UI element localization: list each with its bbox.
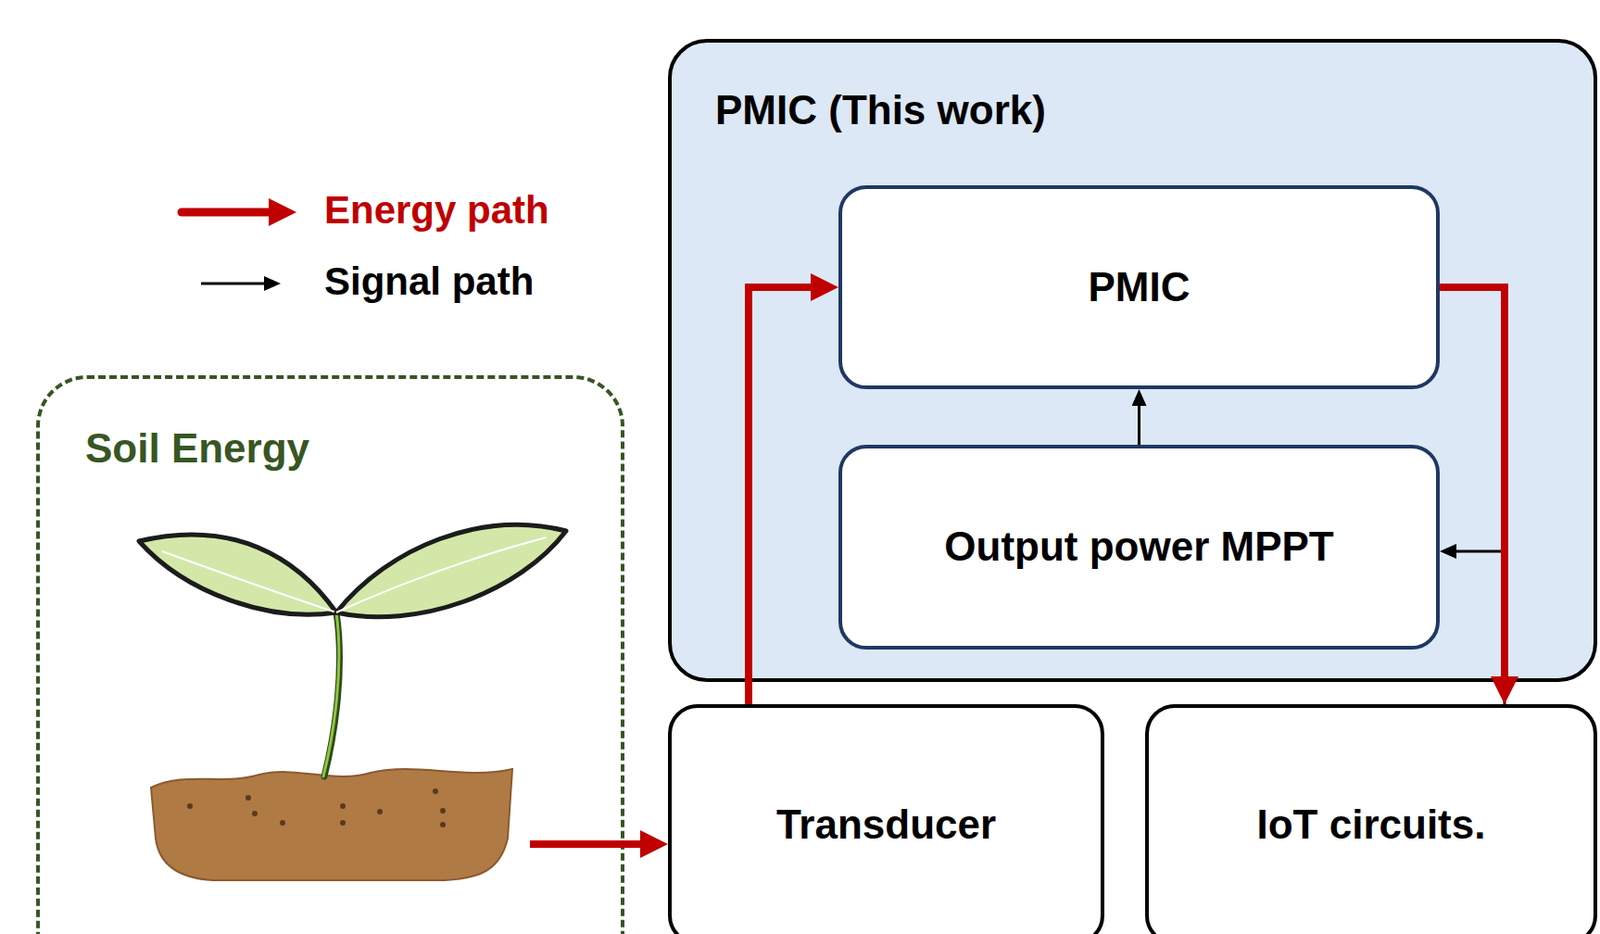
node-label: Soil Energy — [85, 425, 310, 473]
soil-energy-region: Soil Energy — [36, 375, 625, 934]
legend-signal-text: Signal path — [324, 259, 534, 304]
legend-signal-line — [201, 282, 265, 286]
node-label: PMIC (This work) — [715, 87, 1046, 135]
legend-energy-line — [181, 208, 269, 217]
node-label: Transducer — [776, 801, 996, 849]
pmic-block: PMIC — [838, 185, 1440, 390]
plant-stem — [324, 612, 340, 777]
soil-bowl — [151, 768, 513, 881]
signal-path-arrow — [1137, 405, 1141, 445]
iot-block: IoT circuits. — [1145, 704, 1598, 934]
signal-path-arrow — [1456, 551, 1505, 705]
node-label: PMIC — [1088, 264, 1191, 312]
energy-path-arrow — [529, 840, 641, 848]
left-leaf — [138, 534, 337, 615]
legend-energy-text: Energy path — [324, 188, 550, 233]
outer-pmic-panel: PMIC (This work) PMIC Output power MPPT — [667, 38, 1598, 682]
right-leaf — [336, 524, 567, 617]
leaf-vein — [336, 537, 547, 613]
soil-dots — [187, 788, 446, 828]
mppt-block: Output power MPPT — [838, 444, 1440, 650]
plant-stem-light — [323, 612, 340, 777]
energy-path-arrow — [1439, 287, 1505, 677]
transducer-block: Transducer — [667, 704, 1105, 934]
node-label: IoT circuits. — [1257, 801, 1487, 849]
node-label: Output power MPPT — [944, 523, 1334, 571]
leaf-vein — [162, 551, 337, 613]
energy-path-arrow — [748, 287, 811, 705]
